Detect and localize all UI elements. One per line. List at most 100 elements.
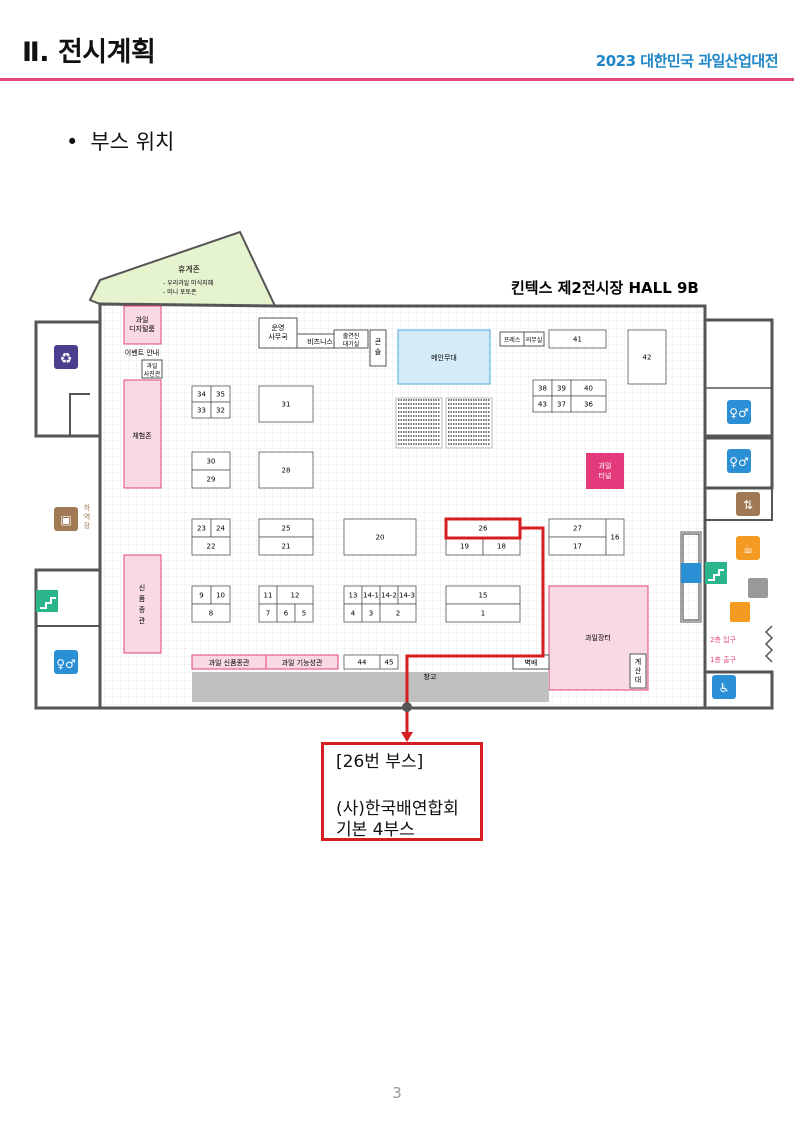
booth-29: 29 — [191, 469, 231, 489]
booth-14-3: 14-3 — [397, 585, 417, 605]
hall-title: 킨텍스 제2전시장 HALL 9B — [511, 279, 699, 297]
booth-number: 2 — [396, 610, 400, 618]
booth-number: 27 — [573, 525, 582, 533]
booth-box — [191, 603, 231, 623]
info-icon — [730, 602, 750, 622]
booth-number: 8 — [209, 610, 213, 618]
booth-box — [191, 536, 231, 556]
experience-zone — [123, 379, 162, 489]
booth-23: 23 — [191, 518, 212, 538]
rest-zone-item: - 미니 포토존 — [163, 288, 197, 296]
booth-21: 21 — [258, 536, 314, 556]
cafe-icon — [736, 536, 760, 560]
booth-number: 40 — [584, 385, 593, 393]
booth-number: 45 — [385, 659, 394, 667]
booth-43: 43 — [532, 395, 553, 413]
booth-26: 26 — [445, 518, 521, 538]
booth-box — [294, 603, 314, 623]
exhibitor-waiting-room — [333, 329, 369, 349]
stairs-icon — [36, 590, 58, 612]
svg-text:벽배: 벽배 — [525, 658, 538, 667]
booth-box — [605, 518, 625, 556]
atm-icon — [748, 578, 768, 598]
booth-41: 41 — [548, 329, 607, 349]
booth-number: 9 — [199, 592, 203, 600]
booth-39: 39 — [551, 379, 572, 397]
svg-text:출연진: 출연진 — [343, 332, 360, 340]
booth-number: 30 — [207, 458, 216, 466]
section-title: 부스 위치 — [90, 130, 175, 154]
svg-text:의무실: 의무실 — [526, 336, 543, 344]
booth-box — [258, 385, 314, 423]
booth-number: 23 — [197, 525, 206, 533]
booth-34: 34 — [191, 385, 212, 403]
booth-25: 25 — [258, 518, 314, 538]
booth-number: 34 — [197, 391, 206, 399]
svg-text:역: 역 — [84, 512, 90, 521]
booth-box — [570, 395, 607, 413]
restroom-icon — [727, 449, 751, 473]
booth-9: 9 — [191, 585, 212, 605]
svg-text:♻: ♻ — [60, 351, 73, 367]
right-annex-top — [705, 318, 774, 438]
left-annex-top — [34, 320, 100, 438]
booth-32: 32 — [210, 401, 231, 419]
booth-14-2: 14-2 — [379, 585, 399, 605]
photo-studio — [141, 359, 163, 379]
rest-zone — [88, 230, 277, 308]
booth-number: 29 — [207, 476, 216, 484]
booth-number: 44 — [358, 659, 367, 667]
callout-org: (사)한국배연합회 — [336, 799, 459, 819]
svg-text:대기실: 대기실 — [343, 340, 360, 348]
booth-27: 27 — [548, 518, 607, 538]
booth-box — [445, 603, 521, 623]
booth-12: 12 — [276, 585, 314, 605]
booth-24: 24 — [210, 518, 231, 538]
booth-4: 4 — [343, 603, 363, 623]
booth-number: 19 — [460, 543, 469, 551]
page-number: 3 — [392, 1084, 402, 1102]
svg-text:♀♂: ♀♂ — [729, 406, 749, 420]
booth-number: 28 — [282, 467, 291, 475]
booth-number: 14-3 — [399, 592, 415, 600]
booth-box — [379, 603, 417, 623]
cashier — [629, 653, 647, 689]
svg-text:산: 산 — [635, 666, 642, 675]
booth-40: 40 — [570, 379, 607, 397]
booth-number: 38 — [538, 385, 547, 393]
digital-room — [123, 305, 162, 345]
booth-number: 13 — [349, 592, 358, 600]
booth-number: 17 — [573, 543, 582, 551]
svg-text:터널: 터널 — [599, 471, 612, 480]
booth-31: 31 — [258, 385, 314, 423]
booth-22: 22 — [191, 536, 231, 556]
booth-number: 32 — [216, 407, 225, 415]
svg-text:운영: 운영 — [272, 323, 285, 332]
callout-count: 기본 4부스 — [336, 820, 415, 840]
booth-number: 39 — [557, 385, 566, 393]
svg-text:종: 종 — [139, 606, 146, 614]
seating-rows — [398, 399, 490, 445]
booth-number: 15 — [479, 592, 488, 600]
booth-box — [191, 469, 231, 489]
fruit-tunnel — [586, 453, 624, 489]
booth-box — [343, 518, 417, 556]
booth-3: 3 — [361, 603, 381, 623]
booth-number: 16 — [611, 534, 620, 542]
svg-text:품: 품 — [139, 595, 146, 603]
booth-19: 19 — [445, 536, 484, 556]
new-product-zone — [123, 554, 162, 654]
rest-zone-item: - 우리과일 미식지혜 — [163, 279, 213, 287]
booth-15: 15 — [445, 585, 521, 605]
booth-number: 11 — [264, 592, 273, 600]
svg-text:메인무대: 메인무대 — [431, 353, 457, 362]
booth-16: 16 — [605, 518, 625, 556]
booth-number: 43 — [538, 401, 547, 409]
booth-callout: [26번 부스] (사)한국배연합회 기본 4부스 — [321, 742, 483, 841]
main-stage — [397, 329, 491, 385]
page-title: Ⅱ. 전시계획 — [22, 37, 156, 68]
functional-hall — [265, 654, 339, 670]
booth-number: 21 — [282, 543, 291, 551]
